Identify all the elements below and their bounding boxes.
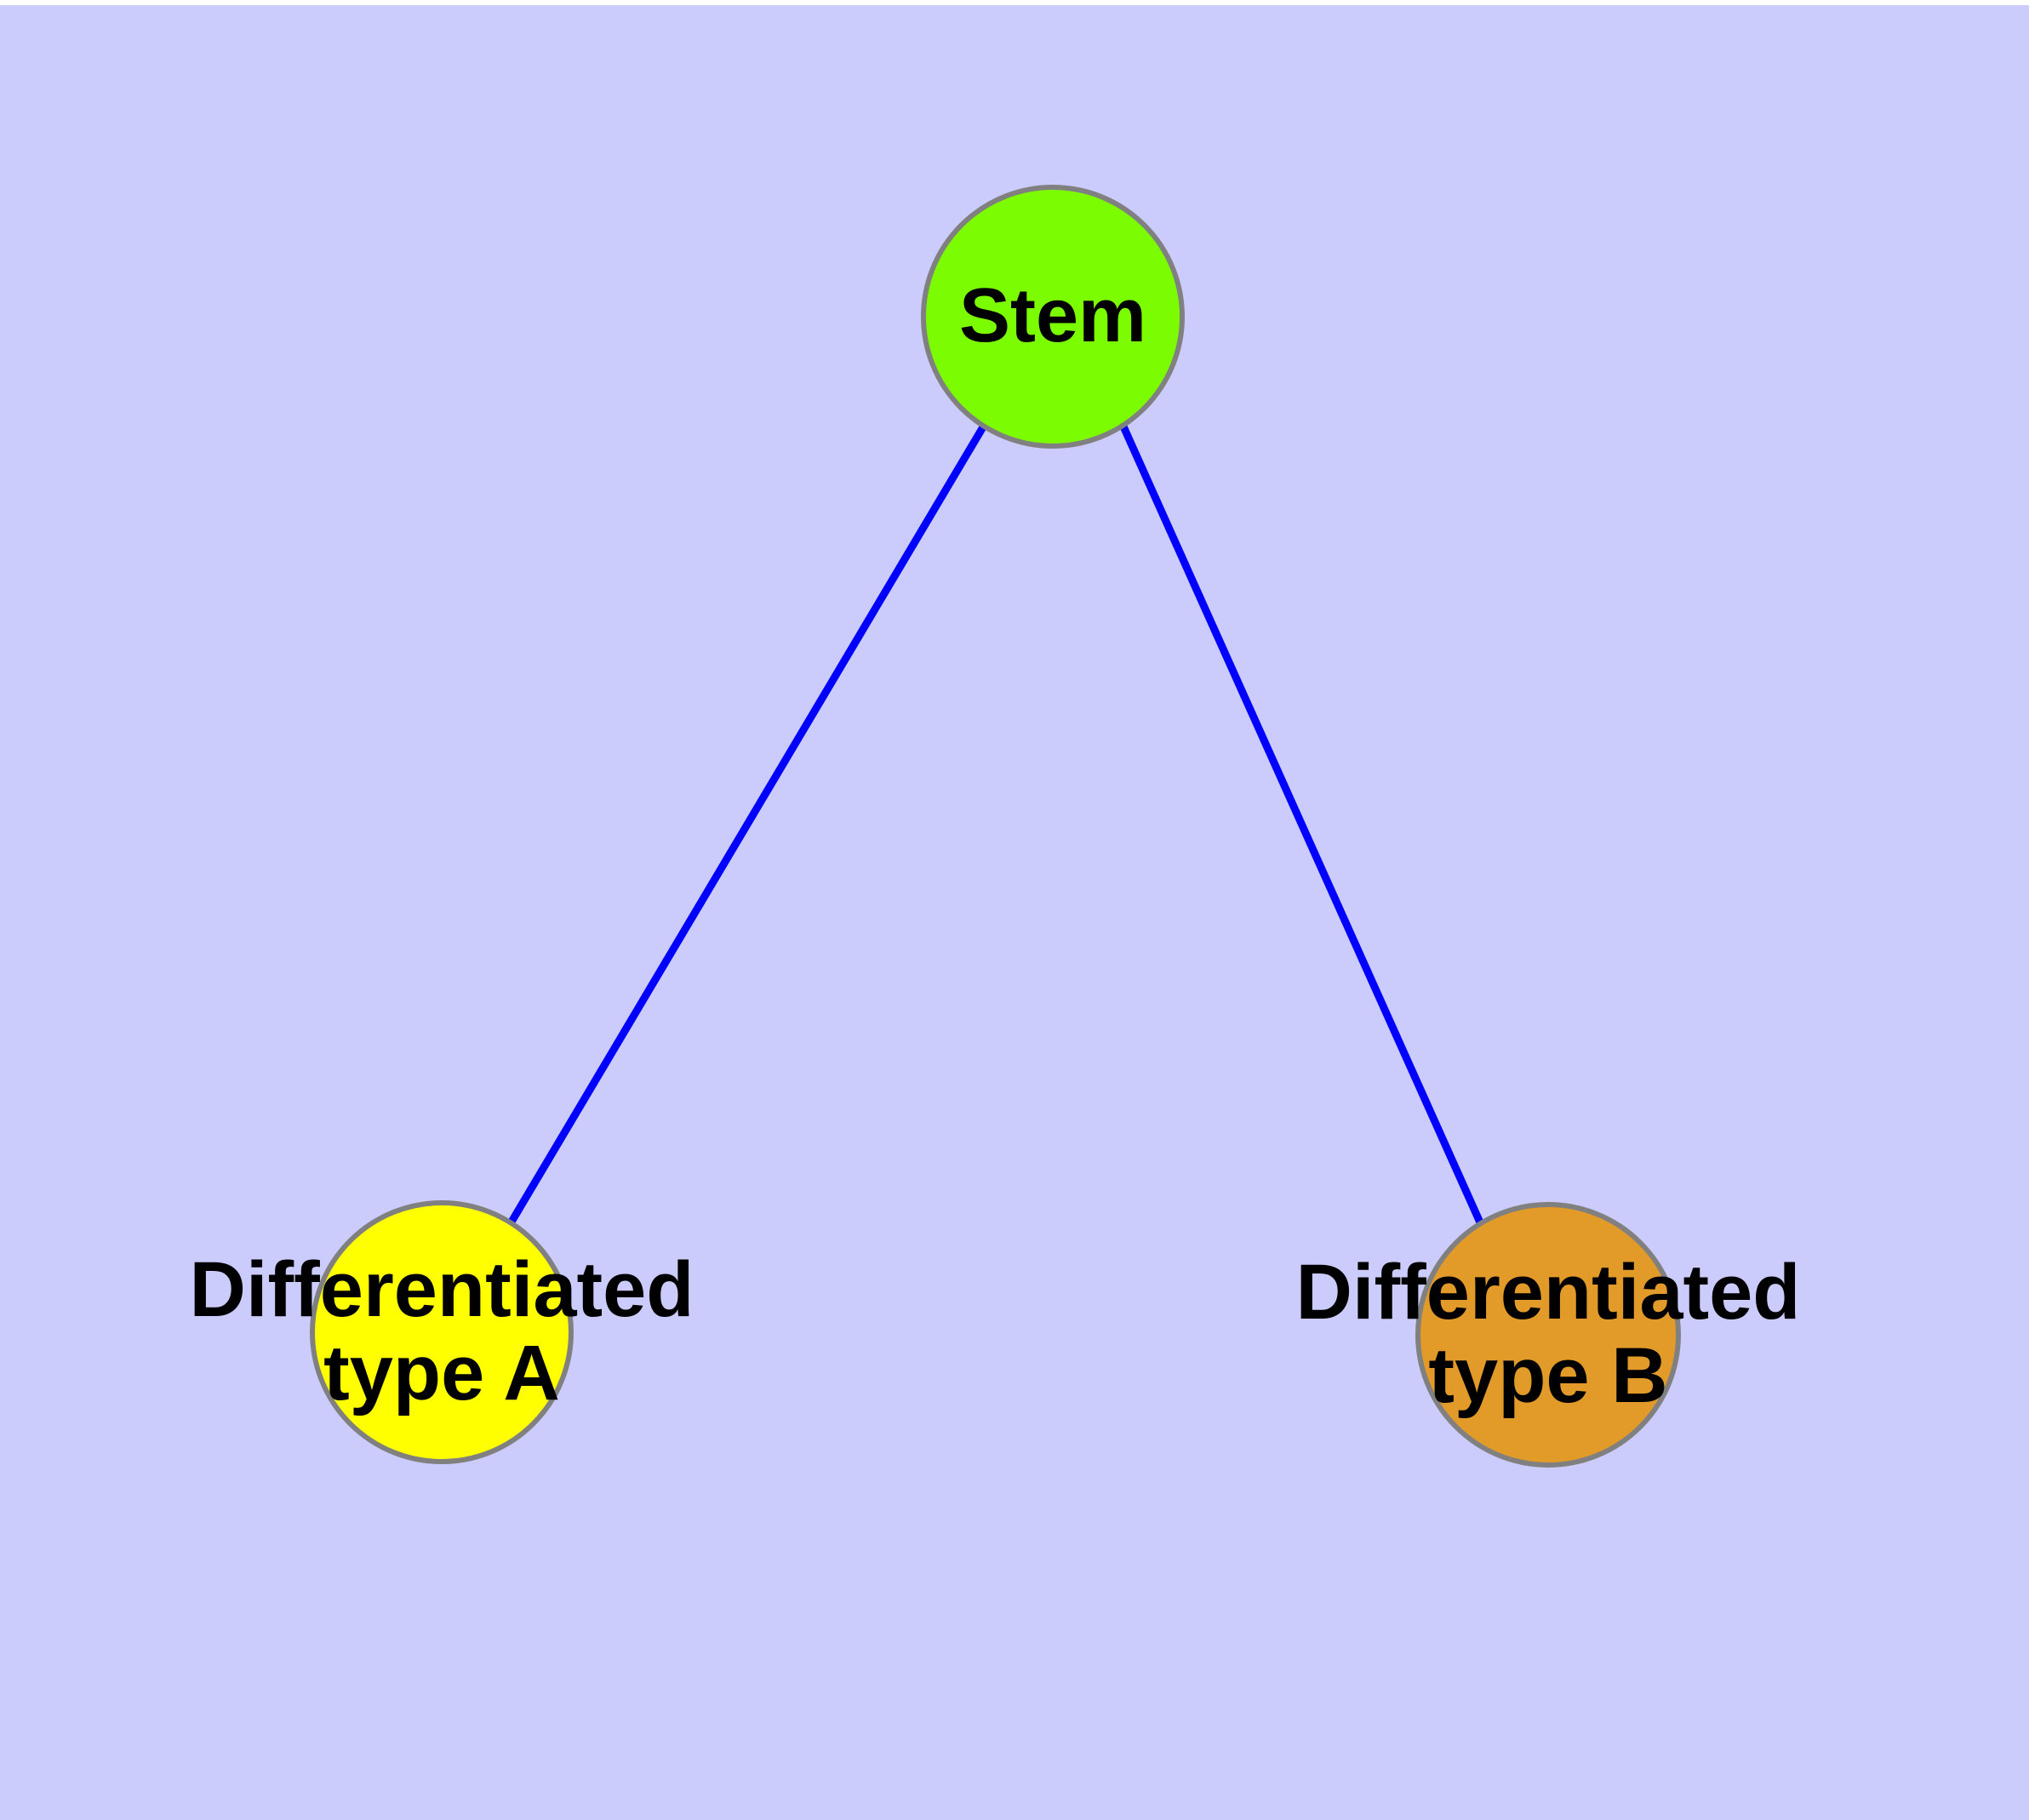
edge-layer — [507, 423, 1484, 1226]
node-diff-b[interactable] — [1415, 1202, 1681, 1468]
edge-stem-to-diff-b[interactable] — [1119, 425, 1484, 1224]
node-layer — [310, 185, 1681, 1468]
node-stem[interactable] — [921, 185, 1185, 449]
canvas-top-strip — [0, 0, 2029, 5]
node-diff-a[interactable] — [310, 1200, 574, 1464]
edge-stem-to-diff-a[interactable] — [507, 423, 987, 1226]
